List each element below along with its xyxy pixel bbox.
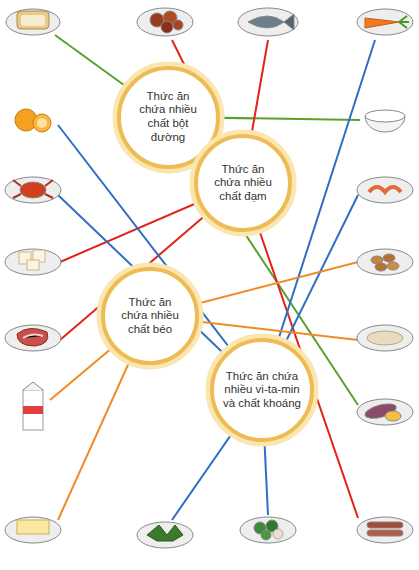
food-group-circle: Thức ăn chứa nhiều vi-ta-min và chất kho… (209, 337, 315, 443)
circle-label: Thức ăn chứa nhiều chất đạm (207, 163, 279, 204)
circle-ring (196, 136, 290, 230)
food-group-circle: Thức ăn chứa nhiều chất béo (100, 266, 200, 366)
circle-glow (208, 336, 316, 444)
circle-glow (99, 265, 201, 367)
circle-label: Thức ăn chứa nhiều vi-ta-min và chất kho… (222, 370, 302, 411)
circle-ring (103, 269, 197, 363)
leader-lines (50, 35, 375, 520)
circle-ring (212, 340, 312, 440)
circle-glow (192, 132, 294, 234)
circle-label: Thức ăn chứa nhiều chất bột đường (132, 90, 204, 144)
food-group-circle: Thức ăn chứa nhiều chất đạm (193, 133, 293, 233)
food-icons (5, 8, 413, 548)
circle-label: Thức ăn chứa nhiều chất béo (114, 296, 186, 337)
